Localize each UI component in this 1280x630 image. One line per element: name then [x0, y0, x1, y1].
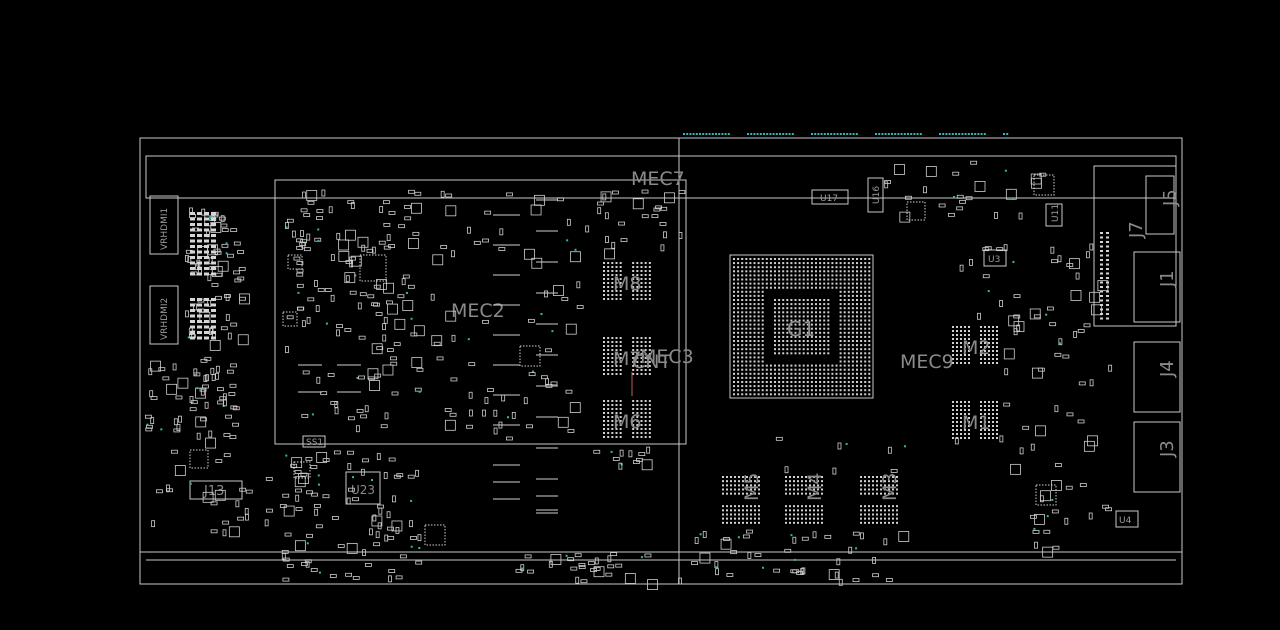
board-outline: [139, 137, 1183, 585]
component-u16[interactable]: U16: [867, 177, 884, 213]
u17-label: U17: [820, 194, 838, 204]
u3-label: U3: [988, 255, 1000, 265]
component-u3[interactable]: U3: [983, 249, 1007, 267]
m6-label: M6: [613, 411, 641, 433]
connector-j5[interactable]: J5: [1145, 175, 1181, 235]
j3-label: J3: [1157, 440, 1178, 458]
u11-label: U11: [1051, 204, 1061, 222]
memory-m8[interactable]: M8: [603, 262, 651, 300]
memory-m2[interactable]: M2: [952, 326, 998, 364]
vrhdmi1-label: VRHDMI1: [160, 208, 170, 250]
m5-label: M5: [741, 473, 763, 501]
j5-label: J5: [1160, 189, 1181, 207]
m3-label: M3: [879, 473, 901, 501]
mec3-label: MEC3: [640, 346, 694, 368]
m1-label: M1: [962, 412, 990, 434]
cnt-label: CNT: [632, 351, 671, 373]
component-vrhdmi2[interactable]: VRHDMI2: [149, 285, 179, 345]
connector-j4[interactable]: J4: [1133, 341, 1181, 413]
component-u17[interactable]: U17: [811, 189, 849, 205]
mec9-label: MEC9: [900, 351, 954, 373]
j7-label: J7: [1126, 221, 1147, 239]
right-connector-frame: [1093, 165, 1177, 327]
via-row-top: [683, 133, 1009, 135]
connector-j13[interactable]: J13: [189, 480, 243, 500]
connector-j1[interactable]: J1: [1133, 251, 1181, 323]
m8-label: M8: [613, 273, 641, 295]
u4-label: U4: [1119, 516, 1132, 526]
g1-label: G1: [787, 317, 815, 341]
connector-j3[interactable]: J3: [1133, 421, 1181, 493]
m7-label: M7: [613, 348, 641, 370]
u23-label: U23: [351, 483, 375, 497]
mec2-region: [274, 179, 687, 445]
gpu-g1[interactable]: G1: [729, 254, 874, 399]
component-u11[interactable]: U11: [1045, 203, 1063, 227]
memory-m5[interactable]: M5: [722, 473, 763, 524]
mec2-label: MEC2: [451, 300, 505, 322]
mec7-label: MEC7: [631, 168, 685, 190]
component-ss1[interactable]: SS1: [302, 435, 326, 448]
j1-label: J1: [1157, 270, 1178, 288]
component-vrhdmi1[interactable]: VRHDMI1: [149, 195, 179, 255]
component-u23[interactable]: U23: [345, 471, 381, 505]
memory-m1[interactable]: M1: [952, 401, 998, 439]
j13-label: J13: [203, 484, 224, 499]
memory-m7[interactable]: M7: [603, 337, 651, 375]
small-components: [144, 160, 1113, 591]
memory-m3[interactable]: M3: [860, 473, 901, 524]
vrhdmi2-label: VRHDMI2: [160, 298, 170, 340]
component-u4[interactable]: U4: [1115, 510, 1139, 528]
memory-m6[interactable]: M6: [603, 400, 651, 438]
ss1-label: SS1: [306, 438, 323, 448]
u16-label: U16: [872, 186, 882, 204]
j4-label: J4: [1157, 360, 1178, 378]
m2-label: M2: [962, 337, 990, 359]
memory-m4[interactable]: M4: [785, 473, 826, 524]
m4-label: M4: [804, 473, 826, 501]
